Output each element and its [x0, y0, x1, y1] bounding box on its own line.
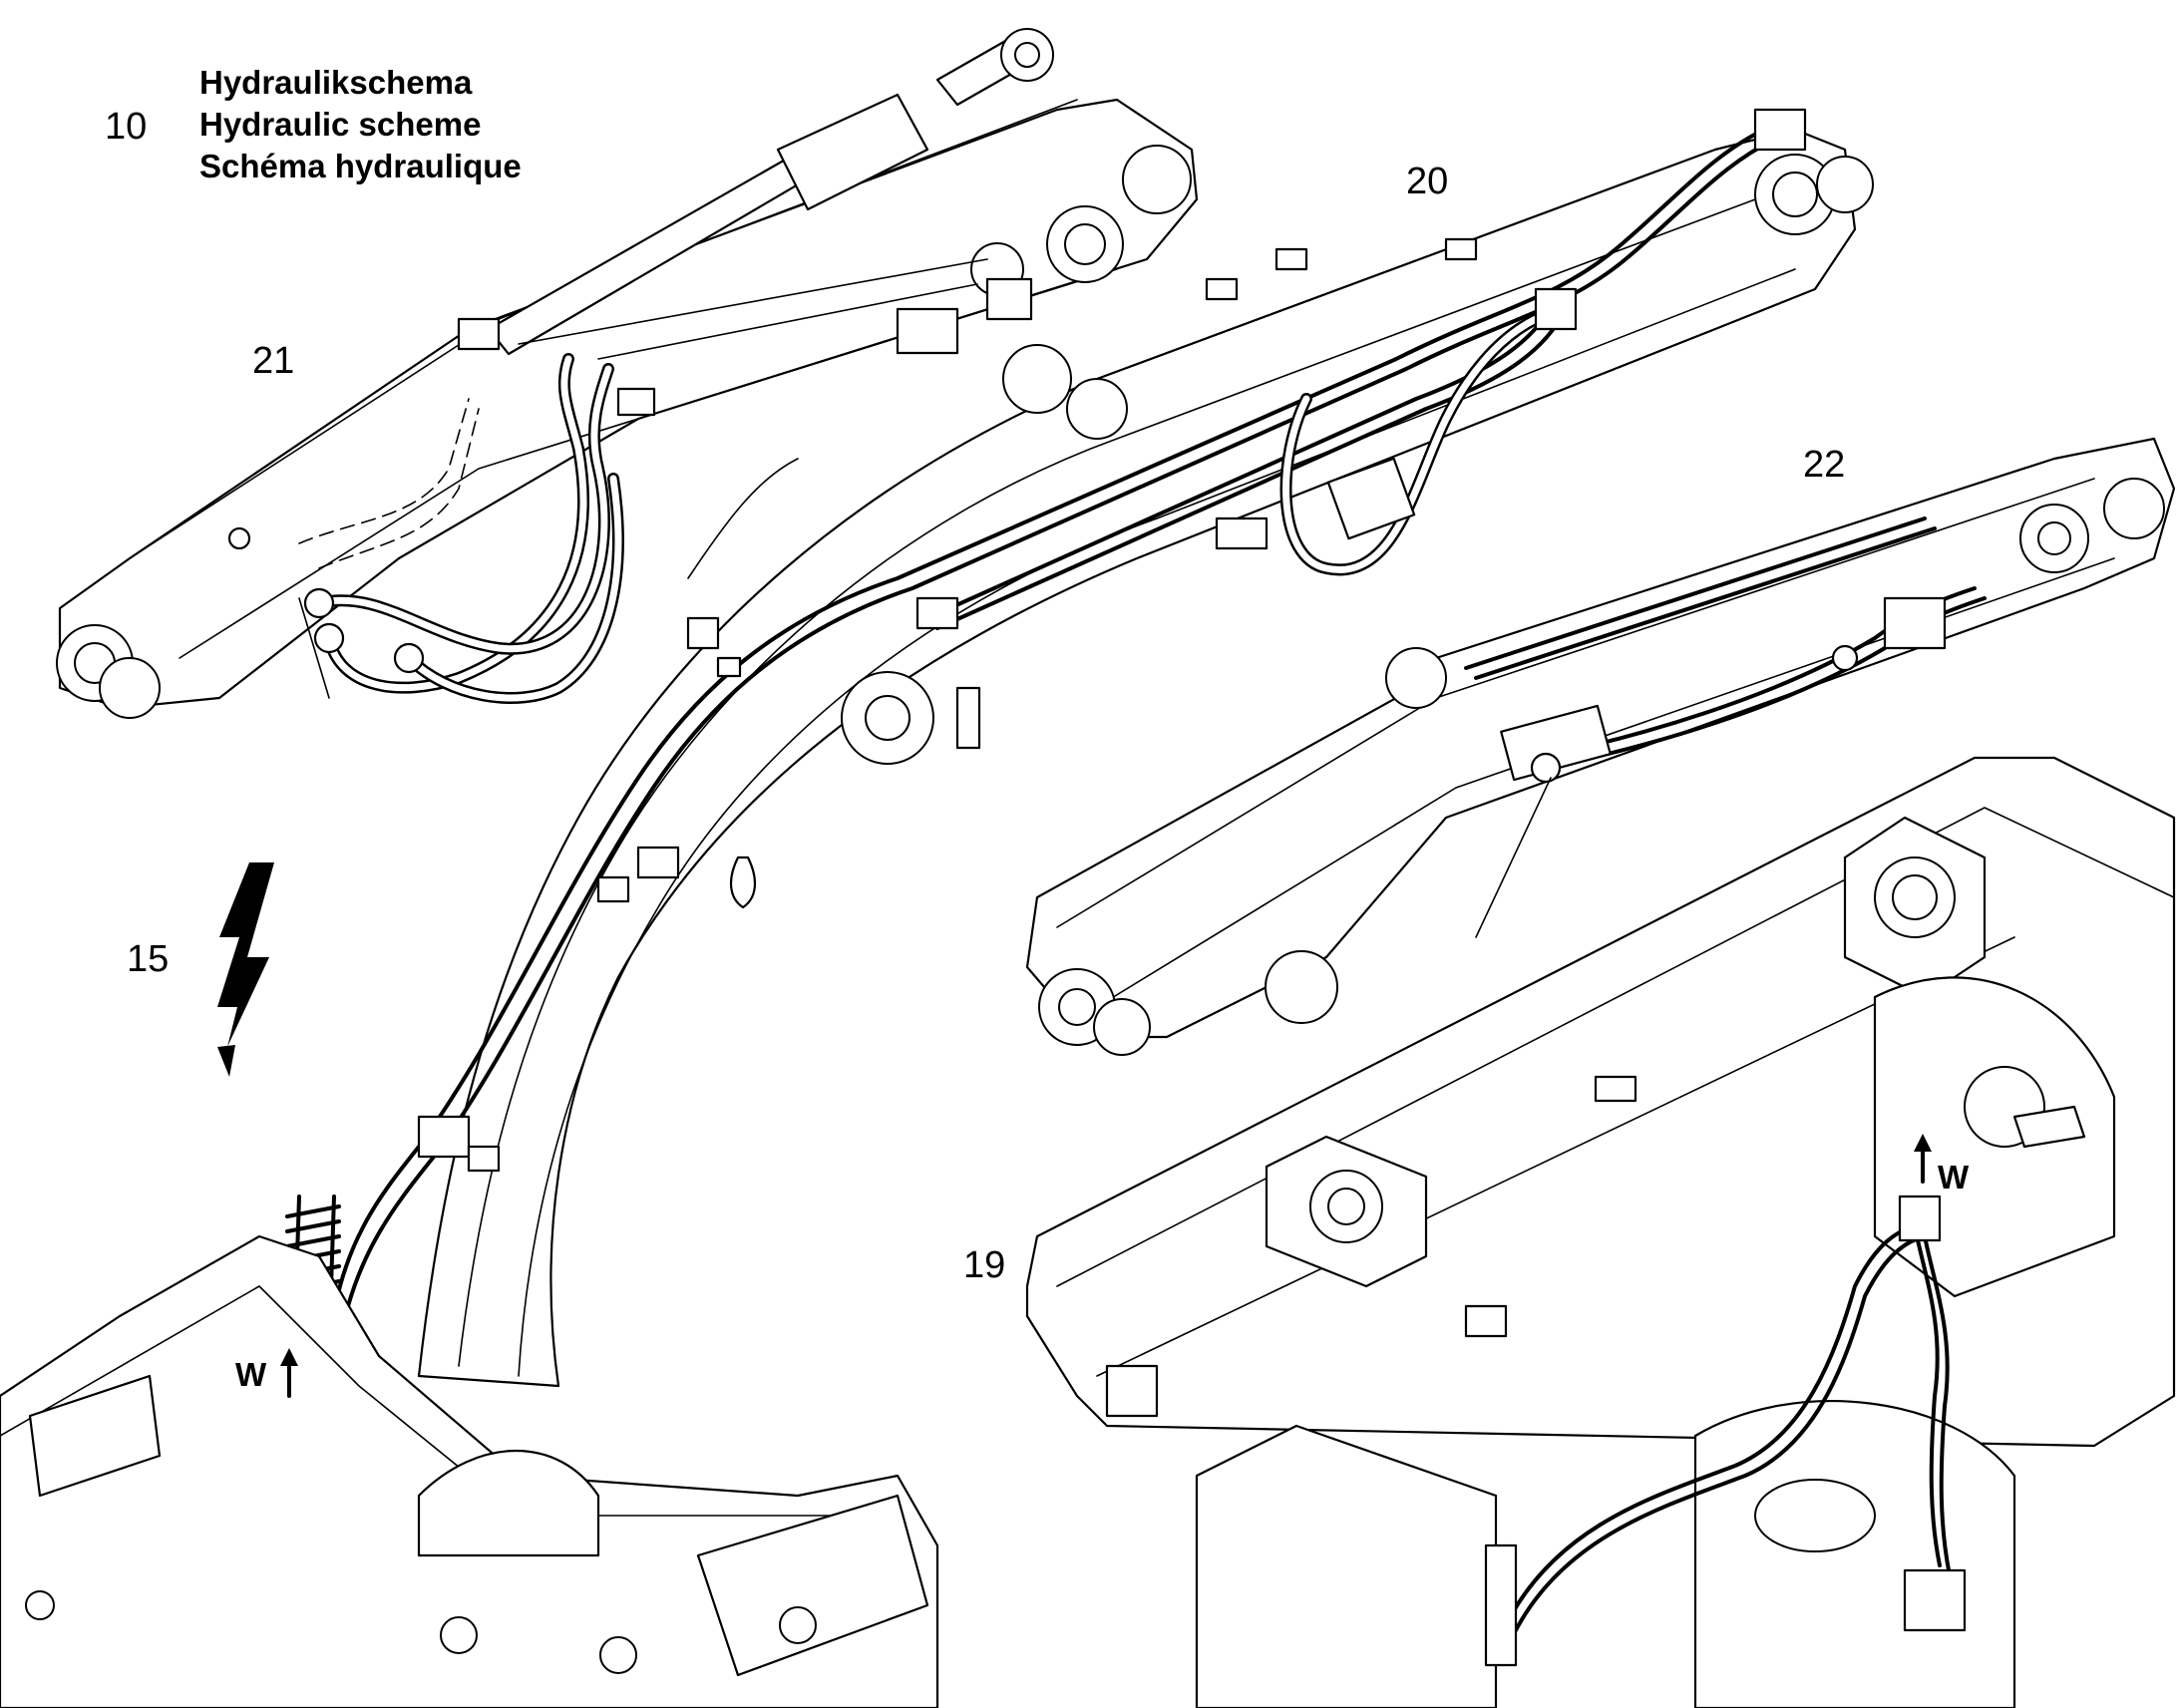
- lightning-bolt-icon: [217, 862, 274, 1077]
- lower-frame-left: [0, 1234, 939, 1708]
- main-boom-20: [417, 128, 1874, 1388]
- marker-w-left: W: [235, 1356, 267, 1393]
- hoses-20: [327, 108, 1807, 1348]
- callout-15: 15: [127, 938, 170, 980]
- title-german: Hydraulikschema: [199, 64, 473, 101]
- callout-number-10: 10: [105, 106, 148, 148]
- arm-22: [1025, 437, 2176, 1056]
- callout-22: 22: [1803, 444, 1846, 486]
- chassis-19: [1025, 756, 2176, 1708]
- boom-arm-21: [56, 28, 1199, 719]
- callout-20: 20: [1406, 161, 1449, 202]
- callout-19: 19: [963, 1244, 1006, 1286]
- title-french: Schéma hydraulique: [199, 148, 522, 184]
- hoses-21: [227, 353, 624, 704]
- title-english: Hydraulic scheme: [199, 106, 482, 143]
- arrow-up-icon: [1914, 1134, 1932, 1184]
- arrow-up-icon: [280, 1348, 298, 1398]
- marker-w-right: W: [1938, 1159, 1970, 1196]
- callout-21: 21: [252, 340, 295, 382]
